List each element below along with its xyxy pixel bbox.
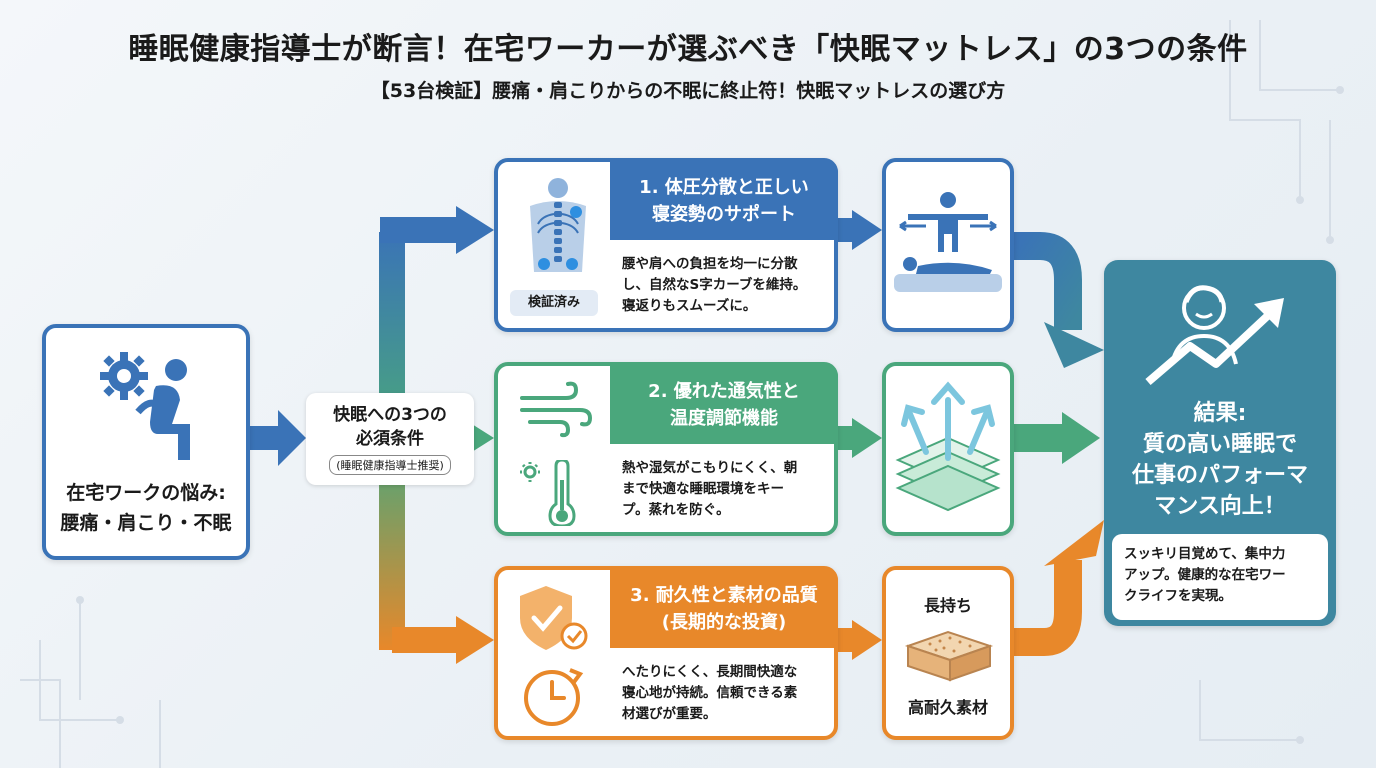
arrow-problem-to-center: [250, 410, 306, 466]
spine-icon: [530, 178, 586, 272]
condition-1-line3: 寝返りもスムーズに。: [622, 298, 757, 314]
result-line2: 質の高い睡眠で: [1142, 432, 1297, 457]
condition-1-line1: 腰や肩への負担を均一に分散: [622, 256, 798, 272]
condition-2-line1: 熱や湿気がこもりにくく、朝: [622, 460, 798, 476]
breathable-layers-icon: [895, 381, 1001, 512]
arrow-to-cond3: [456, 616, 494, 664]
condition-2-line3: プ。蒸れを防ぐ。: [622, 502, 730, 518]
result-body-line2: アップ。健康的な在宅ワー: [1124, 567, 1286, 583]
center-line1: 快眠への3つの: [333, 405, 447, 425]
condition-1-title-line2: 寝姿勢のサポート: [652, 204, 796, 225]
arrow-vis2-to-result: [1062, 412, 1100, 464]
condition-1-line2: し、自然なS字カーブを維持。: [622, 277, 807, 293]
problem-line1: 在宅ワークの悩み:: [66, 482, 226, 504]
condition-1-title: 1. 体圧分散と正しい 寝姿勢のサポート: [610, 162, 838, 240]
condition-1-description: 腰や肩への負担を均一に分散 し、自然なS字カーブを維持。 寝返りもスムーズに。: [622, 254, 834, 317]
arrow-to-cond1: [456, 206, 494, 254]
condition-card-1: 検証済み 1. 体圧分散と正しい 寝姿勢のサポート 腰や肩への負担を均一に分散 …: [494, 158, 838, 332]
result-headline: 結果: 質の高い睡眠で 仕事のパフォーマ マンス向上！: [1104, 398, 1336, 522]
three-conditions-label: 快眠への3つの 必須条件 (睡眠健康指導士推奨): [306, 393, 474, 485]
visual-card-breathable: [882, 362, 1014, 536]
result-description: スッキリ目覚めて、集中力 アップ。健康的な在宅ワー クライフを実現。: [1112, 534, 1328, 620]
page-title: 睡眠健康指導士が断言！在宅ワーカーが選ぶべき「快眠マットレス」の3つの条件: [128, 32, 1248, 67]
result-body-line1: スッキリ目覚めて、集中力: [1124, 546, 1286, 562]
durable-label-top: 長持ち: [923, 596, 972, 615]
condition-2-line2: まで快適な睡眠環境をキー: [622, 481, 784, 497]
problem-card: 在宅ワークの悩み: 腰痛・肩こり・不眠: [42, 324, 250, 560]
durable-label-bottom: 高耐久素材: [907, 698, 988, 717]
person-growth-arrow-icon: [1145, 285, 1284, 386]
condition-3-line2: 寝心地が持続。信頼できる素: [622, 685, 798, 701]
verified-badge: 検証済み: [510, 290, 598, 316]
arrow-vis1-to-result: [1014, 232, 1082, 330]
condition-3-line1: へたりにくく、長期間快適な: [622, 664, 798, 680]
shield-check-icon: [520, 586, 588, 650]
condition-card-2: 2. 優れた通気性と 温度調節機能 熱や湿気がこもりにくく、朝 まで快適な睡眠環…: [494, 362, 838, 536]
result-line3: 仕事のパフォーマ: [1131, 463, 1308, 488]
condition-card-3: 3. 耐久性と素材の品質 (長期的な投資) へたりにくく、長期間快適な 寝心地が…: [494, 566, 838, 740]
visual-card-durable: 長持ち 高耐久素材: [882, 566, 1014, 740]
condition-3-line3: 材選びが重要。: [622, 706, 717, 722]
clock-icon: [524, 668, 584, 726]
result-card: 結果: 質の高い睡眠で 仕事のパフォーマ マンス向上！ スッキリ目覚めて、集中力…: [1104, 260, 1336, 626]
posture-sleeping-person-icon: [894, 192, 1002, 292]
worker-back-pain-gear-icon: [100, 352, 190, 460]
arrow-cond2-to-vis2: [852, 418, 882, 458]
condition-1-title-line1: 1. 体圧分散と正しい: [639, 177, 809, 198]
result-body-line3: クライフを実現。: [1124, 588, 1232, 604]
center-note: (睡眠健康指導士推奨): [329, 455, 451, 475]
condition-3-title: 3. 耐久性と素材の品質 (長期的な投資): [610, 570, 838, 648]
arrow-cond3-to-vis3: [852, 620, 882, 660]
page-subtitle: 【53台検証】腰痛・肩こりからの不眠に終止符！快眠マットレスの選び方: [370, 80, 1006, 102]
visual-card-posture: [882, 158, 1014, 332]
thermometer-icon: [520, 460, 576, 526]
problem-line2: 腰痛・肩こり・不眠: [60, 512, 232, 534]
condition-2-title-line2: 温度調節機能: [670, 408, 778, 429]
condition-2-title-line1: 2. 優れた通気性と: [648, 381, 800, 402]
arrow-cond1-to-vis1: [852, 210, 882, 250]
condition-3-title-line1: 3. 耐久性と素材の品質: [630, 585, 818, 606]
condition-2-description: 熱や湿気がこもりにくく、朝 まで快適な睡眠環境をキー プ。蒸れを防ぐ。: [622, 458, 834, 521]
mattress-icon: [904, 630, 994, 682]
wind-icon: [520, 381, 593, 438]
condition-3-title-line2: (長期的な投資): [661, 612, 787, 633]
center-line2: 必須条件: [356, 429, 424, 449]
condition-3-description: へたりにくく、長期間快適な 寝心地が持続。信頼できる素 材選びが重要。: [622, 662, 834, 725]
condition-2-title: 2. 優れた通気性と 温度調節機能: [610, 366, 838, 444]
result-line4: マンス向上！: [1154, 494, 1286, 519]
result-line1: 結果:: [1193, 401, 1247, 426]
arrow-vis3-to-result: [1014, 560, 1082, 656]
